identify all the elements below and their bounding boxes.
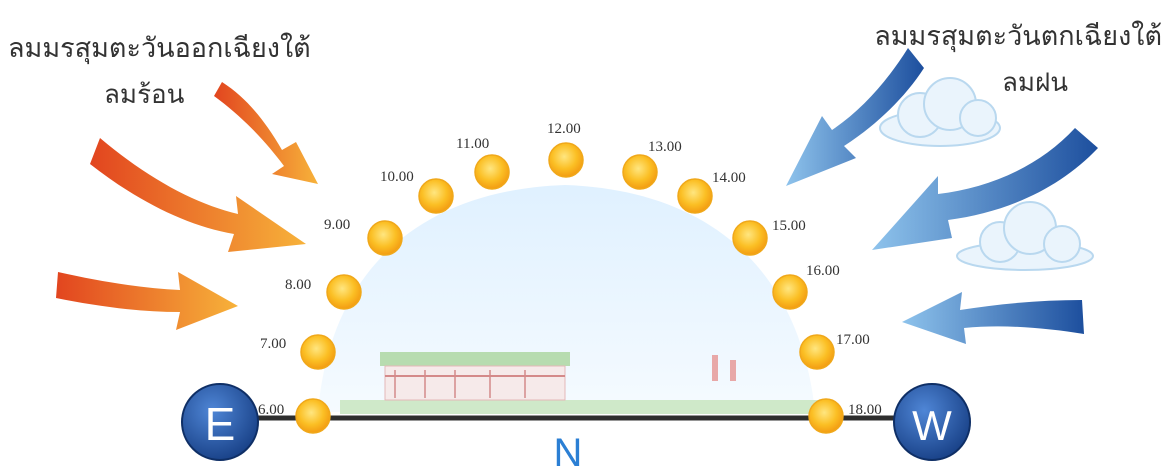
hour-label-10: 10.00 bbox=[380, 169, 414, 185]
west-marker-label: W bbox=[912, 402, 952, 449]
cloud-icon bbox=[956, 201, 1094, 271]
sun-icon bbox=[367, 220, 403, 256]
rain-wind-arrow-icon bbox=[872, 128, 1098, 250]
hour-label-9: 9.00 bbox=[324, 217, 350, 233]
west-monsoon-label: ลมมรสุมตะวันตกเฉียงใต้ bbox=[874, 21, 1162, 51]
hot-wind-arrow-icon bbox=[56, 272, 238, 330]
sun-icon bbox=[295, 398, 331, 434]
hour-label-17: 17.00 bbox=[836, 332, 870, 348]
sun-icon bbox=[300, 334, 336, 370]
sun-positions bbox=[295, 142, 844, 434]
cloud-icon bbox=[879, 77, 1001, 147]
sun-icon bbox=[474, 154, 510, 190]
hour-label-16: 16.00 bbox=[806, 263, 840, 279]
hour-label-7: 7.00 bbox=[260, 336, 286, 352]
hour-label-14: 14.00 bbox=[712, 170, 746, 186]
sun-icon bbox=[548, 142, 584, 178]
east-monsoon-label: ลมมรสุมตะวันออกเฉียงใต้ bbox=[8, 33, 311, 63]
hot-wind-label: ลมร้อน bbox=[104, 80, 185, 109]
sun-icon bbox=[799, 334, 835, 370]
sun-icon bbox=[677, 178, 713, 214]
sun-icon bbox=[622, 154, 658, 190]
hour-label-6: 6.00 bbox=[258, 402, 284, 418]
house-illustration bbox=[340, 352, 820, 414]
hour-label-15: 15.00 bbox=[772, 218, 806, 234]
east-marker-label: E bbox=[205, 398, 236, 450]
sun-icon bbox=[808, 398, 844, 434]
hour-label-13: 13.00 bbox=[648, 139, 682, 155]
west-marker: W bbox=[893, 383, 971, 461]
east-marker: E bbox=[181, 383, 259, 461]
rain-wind-label: ลมฝน bbox=[1002, 68, 1069, 97]
rain-wind-arrow-icon bbox=[902, 292, 1084, 344]
hour-label-18: 18.00 bbox=[848, 402, 882, 418]
hot-wind-arrows bbox=[56, 82, 318, 330]
north-marker-label: N bbox=[554, 431, 583, 470]
sun-icon bbox=[326, 274, 362, 310]
hour-label-8: 8.00 bbox=[285, 277, 311, 293]
hour-label-12: 12.00 bbox=[547, 121, 581, 137]
hot-wind-arrow-icon bbox=[90, 138, 306, 252]
rain-wind-arrow-icon bbox=[786, 48, 924, 186]
hot-wind-arrow-icon bbox=[214, 82, 318, 184]
sun-icon bbox=[732, 220, 768, 256]
hour-label-11: 11.00 bbox=[456, 136, 489, 152]
sun-icon bbox=[772, 274, 808, 310]
sun-icon bbox=[418, 178, 454, 214]
rain-wind-arrows bbox=[786, 48, 1098, 344]
